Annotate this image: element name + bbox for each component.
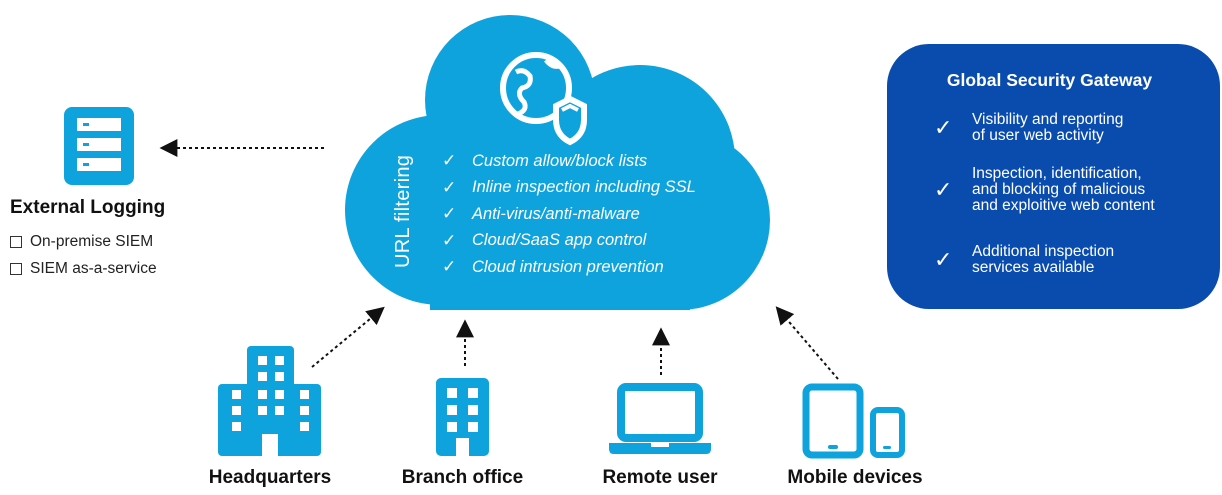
gateway-item-line: of user web activity — [972, 127, 1104, 144]
arrow-headquarters-to-cloud — [311, 306, 385, 368]
feature-item: ✓ Cloud/SaaS app control — [442, 228, 696, 255]
gateway-item-line: services available — [972, 259, 1095, 276]
gateway-item-line: Inspection, identification, — [972, 165, 1142, 182]
checkbox-icon — [10, 263, 22, 275]
logging-option-label: On-premise SIEM — [30, 233, 154, 250]
logging-option-on-premise: On-premise SIEM — [10, 233, 153, 251]
check-icon: ✓ — [934, 115, 953, 140]
feature-item: ✓ Anti-virus/anti-malware — [442, 201, 696, 228]
check-icon: ✓ — [442, 230, 457, 250]
server-icon — [64, 107, 134, 185]
gateway-item-line: and exploitive web content — [972, 197, 1155, 214]
feature-item: ✓ Inline inspection including SSL — [442, 175, 696, 202]
url-filtering-feature-list: ✓ Custom allow/block lists ✓ Inline inspec… — [442, 148, 696, 281]
endpoint-label-mobile-devices: Mobile devices — [787, 467, 923, 488]
gateway-item: ✓ Inspection, identification, and blocki… — [934, 166, 1155, 214]
external-logging-title: External Logging — [10, 197, 166, 218]
gateway-item-text: Additional inspection services available — [972, 244, 1114, 276]
feature-label: Custom allow/block lists — [472, 151, 648, 170]
feature-item: ✓ Cloud intrusion prevention — [442, 254, 696, 281]
gateway-item-line: Visibility and reporting — [972, 111, 1124, 128]
endpoint-label-remote-user: Remote user — [602, 467, 718, 488]
laptop-icon — [609, 383, 711, 454]
gateway-item: ✓ Visibility and reporting of user web a… — [934, 112, 1123, 144]
gateway-item-line: Additional inspection — [972, 243, 1115, 260]
check-icon: ✓ — [442, 177, 457, 197]
arrow-mobile-to-cloud — [775, 306, 839, 380]
cloud-shape — [345, 15, 770, 310]
headquarters-building-icon — [218, 346, 321, 456]
check-icon: ✓ — [442, 204, 457, 224]
endpoint-label-headquarters: Headquarters — [208, 467, 332, 488]
url-filtering-label: URL filtering — [392, 154, 414, 268]
gateway-item-text: Inspection, identification, and blocking… — [972, 166, 1155, 214]
feature-label: Inline inspection including SSL — [472, 178, 696, 197]
gateway-item-line: and blocking of malicious — [972, 181, 1146, 198]
logging-option-label: SIEM as-a-service — [30, 260, 157, 277]
check-icon: ✓ — [934, 247, 953, 272]
global-security-gateway-panel: Global Security Gateway ✓ Visibility and… — [887, 44, 1220, 309]
gateway-item-text: Visibility and reporting of user web act… — [972, 112, 1123, 144]
feature-item: ✓ Custom allow/block lists — [442, 148, 696, 175]
checkbox-icon — [10, 236, 22, 248]
logging-option-saas: SIEM as-a-service — [10, 260, 157, 278]
gateway-item: ✓ Additional inspection services availab… — [934, 244, 1114, 276]
gateway-title: Global Security Gateway — [946, 70, 1153, 90]
endpoint-label-branch-office: Branch office — [401, 467, 524, 488]
check-icon: ✓ — [442, 151, 457, 171]
check-icon: ✓ — [442, 257, 457, 277]
feature-label: Cloud/SaaS app control — [472, 231, 647, 250]
globe-shield-icon — [500, 52, 587, 146]
tablet-phone-icon — [802, 383, 905, 459]
feature-label: Anti-virus/anti-malware — [472, 204, 640, 223]
feature-label: Cloud intrusion prevention — [472, 257, 664, 276]
branch-office-building-icon — [436, 378, 489, 456]
check-icon: ✓ — [934, 177, 953, 202]
